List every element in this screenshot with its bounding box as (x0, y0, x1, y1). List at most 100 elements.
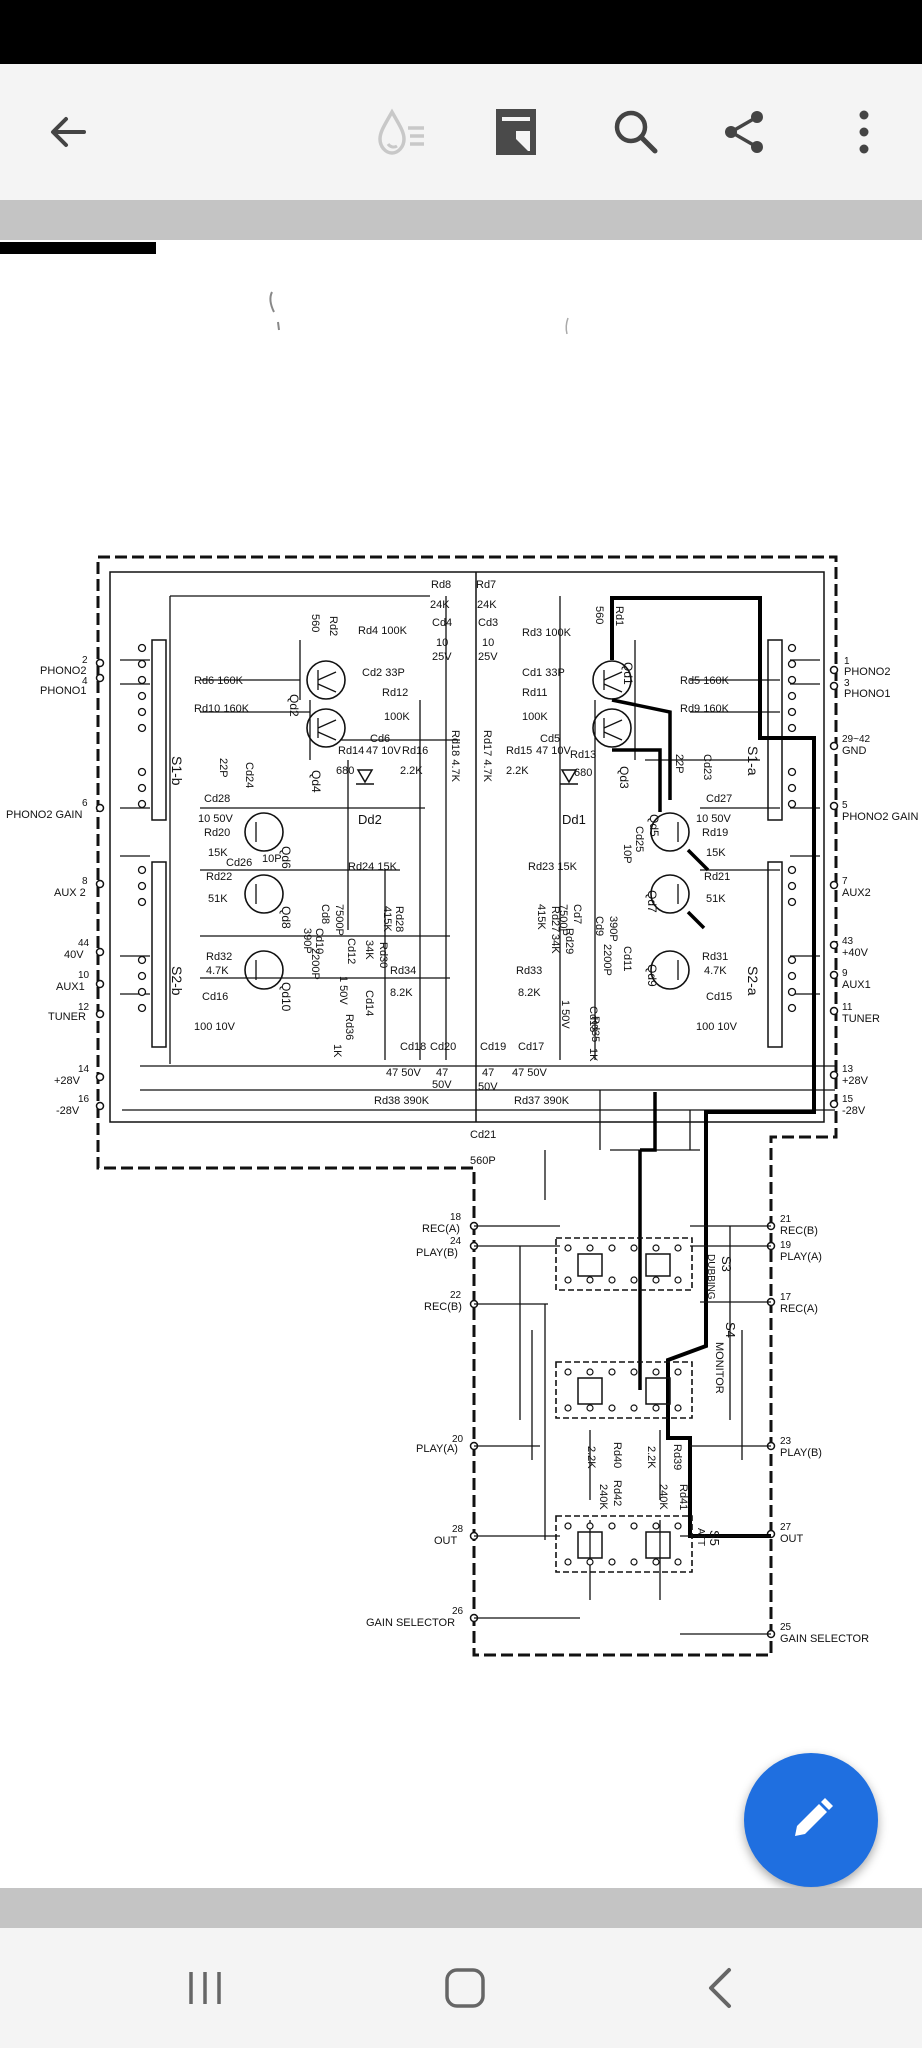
pin-number: 6 (82, 798, 88, 809)
share-icon (725, 111, 763, 153)
switch-s2b (151, 861, 167, 1048)
transistor-qd10 (244, 950, 284, 990)
component-label: Rd32 (206, 951, 232, 963)
component-label: Rd39 (671, 1444, 683, 1470)
switch-name-s4: MONITOR (713, 1342, 725, 1394)
component-value: 50V (478, 1081, 498, 1093)
pin-number: 13 (842, 1064, 854, 1075)
component-value: 24K (477, 599, 497, 611)
component-label: Rd4 100K (358, 625, 408, 637)
component-label: Cd24 (243, 762, 255, 788)
component-value: 2.2K (585, 1446, 597, 1469)
component-value: 390P (607, 916, 619, 942)
pin-number: 18 (450, 1212, 462, 1223)
pin-label: OUT (780, 1533, 804, 1545)
component-label: Rd24 15K (348, 861, 398, 873)
status-bar (0, 0, 922, 64)
pin-number: 43 (842, 936, 854, 947)
component-label: Rd19 (702, 827, 728, 839)
signal-path (610, 596, 816, 1538)
document-page[interactable]: 2 PHONO2 4 PHONO1 6 PHONO2 GAIN 8 AUX 2 … (0, 240, 922, 1888)
component-label: Rd36 (343, 1014, 355, 1040)
transistor-label: Qd2 (287, 694, 301, 717)
pin-label: REC(A) (422, 1223, 460, 1235)
pin-number: 3 (844, 678, 850, 689)
pin-label: OUT (434, 1535, 458, 1547)
switch-s3 (555, 1237, 693, 1291)
component-label: Rd8 (431, 579, 451, 591)
component-label: Cd4 (432, 617, 452, 629)
component-value: 1K (587, 1048, 599, 1062)
component-value: 47 50V (512, 1067, 548, 1079)
pin-label: TUNER (48, 1011, 86, 1023)
pin-label: GND (842, 745, 867, 757)
component-value: 415K (535, 904, 547, 930)
pin-number: 25 (780, 1622, 792, 1633)
edit-fab-button[interactable] (744, 1753, 878, 1887)
diode-dd2 (356, 769, 374, 785)
component-label: Rd10 160K (194, 703, 250, 715)
pin-number: 8 (82, 876, 88, 887)
back-button[interactable] (30, 94, 106, 170)
pin-label: PHONO2 GAIN (6, 809, 82, 821)
component-value: 10 50V (198, 813, 234, 825)
component-value: 390P (301, 928, 313, 954)
component-value: 415K (381, 906, 393, 932)
pin-number: 28 (452, 1524, 464, 1535)
search-button[interactable] (598, 94, 674, 170)
transistor-qd8 (244, 874, 284, 914)
component-value: 4.7K (206, 965, 229, 977)
component-label: Cd5 (540, 733, 560, 745)
component-label: Cd1 33P (522, 667, 565, 679)
component-label: Cd13 (587, 1006, 599, 1032)
page-separator-bottom (0, 1888, 922, 1928)
component-label: Cd7 (571, 904, 583, 924)
component-label: Rd13 (570, 749, 596, 761)
pin-label: AUX2 (842, 887, 871, 899)
component-label: Rd28 (393, 906, 405, 932)
component-value: 560P (470, 1155, 496, 1167)
pin-number: 5 (842, 800, 848, 811)
pin-label: PLAY(B) (416, 1247, 458, 1259)
component-value: 2.2K (506, 765, 529, 777)
pin-label: PHONO2 GAIN (842, 811, 918, 823)
pin-number: 27 (780, 1522, 792, 1533)
pin-number: 11 (842, 1002, 853, 1013)
switch-label-s5: S5 (707, 1530, 722, 1546)
transistor-qd5 (650, 812, 690, 852)
recent-apps-button[interactable] (160, 1948, 250, 2028)
component-value: 34K (549, 934, 561, 954)
transistor-qd1 (592, 660, 632, 700)
pin-label: PHONO2 (844, 666, 890, 678)
reading-mode-button[interactable] (362, 94, 438, 170)
component-value: 10P (621, 844, 633, 864)
component-label: Rd15 (506, 745, 532, 757)
component-value: 47 10V (366, 745, 402, 757)
component-value: 47 10V (536, 745, 572, 757)
pin-label: REC(B) (780, 1225, 818, 1237)
pin-number: 21 (780, 1214, 792, 1225)
component-value: 1 50V (559, 1000, 571, 1029)
component-value: 25V (432, 651, 452, 663)
back-icon (709, 1968, 731, 2008)
diode-label: Dd1 (562, 812, 586, 827)
pin-number: 20 (452, 1434, 464, 1445)
switch-s2a (767, 861, 783, 1048)
system-back-button[interactable] (676, 1948, 766, 2028)
component-label: Rd37 390K (514, 1095, 570, 1107)
component-value: 560 (593, 606, 605, 624)
transistor-label: Qd5 (647, 814, 661, 837)
component-value: 100K (522, 711, 548, 723)
back-arrow-icon (51, 117, 86, 147)
share-button[interactable] (706, 94, 782, 170)
page-separator-top (0, 200, 922, 240)
page-view-button[interactable] (478, 94, 554, 170)
component-value: 24K (430, 599, 450, 611)
component-label: Cd10 (313, 928, 325, 954)
home-button[interactable] (420, 1948, 510, 2028)
switch-label-s1a: S1-a (745, 746, 761, 776)
more-options-button[interactable] (826, 94, 902, 170)
pin-number: 2 (82, 655, 88, 666)
component-label: Cd8 (319, 904, 331, 924)
component-label: Rd2 (327, 616, 339, 636)
